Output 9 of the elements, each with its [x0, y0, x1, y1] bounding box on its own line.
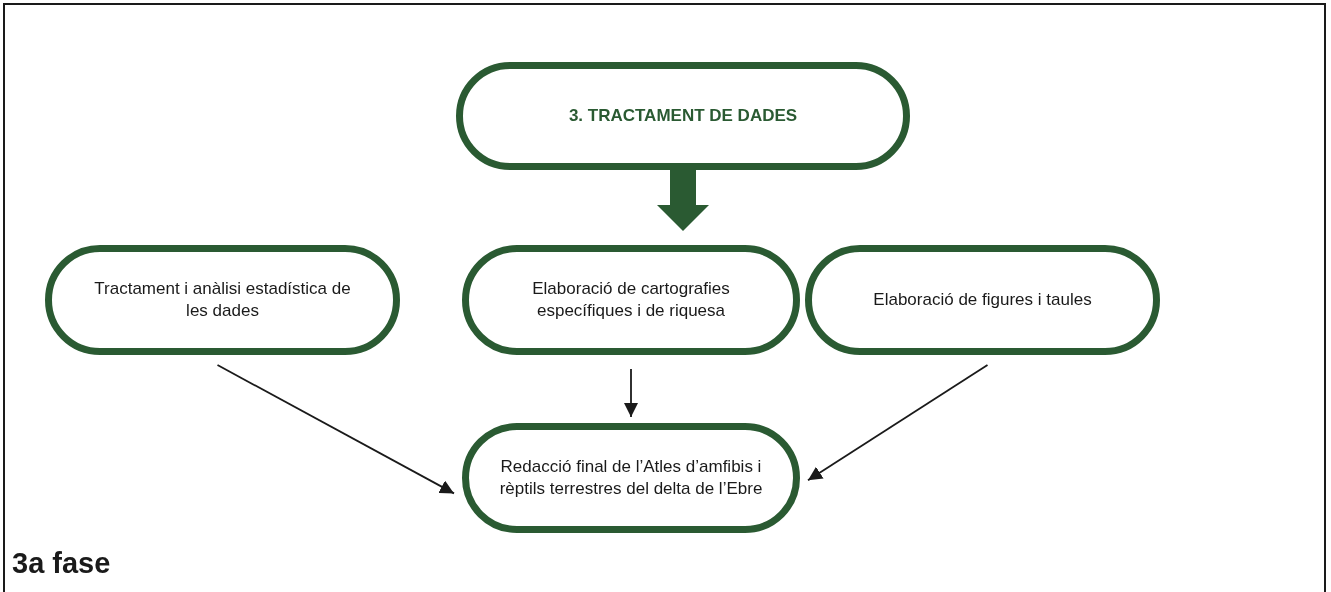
task-label: Elaboració de cartografies específiques i de riquesa — [531, 277, 731, 322]
phase-title: 3. TRACTAMENT DE DADES — [568, 104, 798, 127]
arrow — [216, 364, 455, 495]
task-label: Tractament i anàlisi estadística de les dades — [93, 277, 352, 322]
task-label: Elaboració de figures i taules — [873, 288, 1092, 311]
caption: 3a fase — [12, 547, 111, 580]
block-arrow — [657, 170, 709, 231]
task-label: Redacció final de l’Atles d’amfibis i rèptils terrestres del delta de l’Ebre — [499, 455, 763, 500]
arrow — [624, 368, 638, 418]
